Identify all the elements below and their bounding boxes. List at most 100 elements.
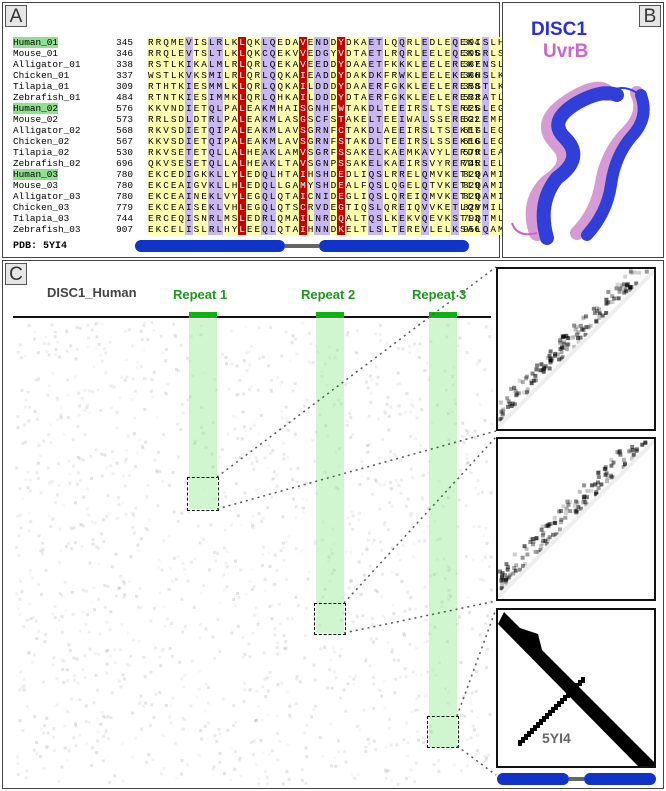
sequence-start: 907: [116, 224, 133, 235]
sequence-name: Chicken_01: [13, 70, 101, 81]
sequence-name: Tilapia_03: [13, 213, 101, 224]
sequence-start: 484: [116, 92, 133, 103]
zoom-box-3: [427, 716, 459, 748]
sequence-start: 568: [116, 125, 133, 136]
sequence-end: 579: [463, 147, 480, 158]
sequence-name: Alligator_03: [13, 191, 101, 202]
disc1-label: DISC1: [531, 19, 587, 40]
sequence-end: 745: [463, 158, 480, 169]
sequence-name-text: Chicken_01: [13, 70, 70, 81]
repeat-1-label: Repeat 1: [173, 287, 228, 302]
contact-map-title: DISC1_Human: [47, 285, 137, 300]
panel-b: B DISC1 UvrB: [502, 2, 664, 258]
repeat-2-bar: [316, 312, 344, 318]
sequence-start: 780: [116, 191, 133, 202]
sequence-name: Zebrafish_03: [13, 224, 101, 235]
sequence-name: Alligator_01: [13, 59, 101, 70]
repeat-3-bar: [429, 312, 457, 318]
sequence-name-text: Zebrafish_02: [13, 158, 81, 169]
sequence-start: 696: [116, 158, 133, 169]
sequence-name: Mouse_03: [13, 180, 101, 191]
sequence-name: Human_02: [13, 103, 101, 114]
helix-diagram-a: [135, 240, 469, 252]
sequence-name-text: Tilapia_01: [13, 81, 70, 92]
sequence-end: 828: [463, 202, 480, 213]
sequence-name-text: Human_02: [13, 103, 59, 114]
sequence-end: 394: [463, 37, 480, 48]
protein-structure: [511, 81, 650, 245]
sequence-name-text: Zebrafish_01: [13, 92, 81, 103]
zoom-box-1: [187, 477, 219, 511]
sequence-start: 337: [116, 70, 133, 81]
sequence-start: 338: [116, 59, 133, 70]
sequence-name: Tilapia_01: [13, 81, 101, 92]
panel-label-a: A: [5, 5, 27, 27]
repeat-2-stripe: [316, 319, 344, 633]
sequence-name: Zebrafish_01: [13, 92, 101, 103]
sequence-name-text: Human_03: [13, 169, 59, 180]
sequence-name: Mouse_02: [13, 114, 101, 125]
sequence-name-text: Alligator_01: [13, 59, 81, 70]
sequence-start: 744: [116, 213, 133, 224]
repeat-2-label: Repeat 2: [301, 287, 356, 302]
sequence-name: Chicken_02: [13, 136, 101, 147]
sequence-name-text: Alligator_03: [13, 191, 81, 202]
contact-map: [13, 316, 493, 786]
sequence-start: 345: [116, 37, 133, 48]
sequence-end: 956: [463, 224, 480, 235]
zoom-connectors: [216, 266, 497, 776]
panel-label-b: B: [639, 5, 661, 27]
sequence-end: 829: [463, 191, 480, 202]
panel-label-c: C: [5, 263, 27, 285]
sequence-name-text: Human_01: [13, 37, 59, 48]
sequence-name-text: Chicken_03: [13, 202, 70, 213]
sequence-name: Chicken_03: [13, 202, 101, 213]
sequence-name-text: Alligator_02: [13, 125, 81, 136]
sequence-start: 573: [116, 114, 133, 125]
sequence-end: 622: [463, 114, 480, 125]
sequence-name: Human_03: [13, 169, 101, 180]
sequence-name: Tilapia_02: [13, 147, 101, 158]
sequence-end: 625: [463, 103, 480, 114]
sequence-end: 829: [463, 180, 480, 191]
sequence-name-text: Zebrafish_03: [13, 224, 81, 235]
sequence-name: Alligator_02: [13, 125, 101, 136]
sequence-name-text: Mouse_02: [13, 114, 59, 125]
sequence-name: Mouse_01: [13, 48, 101, 59]
sequence-end: 358: [463, 81, 480, 92]
sequence-end: 387: [463, 59, 480, 70]
sequence-end: 617: [463, 125, 480, 136]
sequence-end: 386: [463, 70, 480, 81]
sequence-name-text: Mouse_03: [13, 180, 59, 191]
sequence-start: 779: [116, 202, 133, 213]
panel-c: C DISC1_Human Repeat 1 Repeat 2 Repeat 3…: [2, 260, 664, 789]
sequence-end: 829: [463, 169, 480, 180]
pdb-label-c: 5YI4: [542, 730, 571, 746]
zoom-box-2: [314, 603, 346, 635]
zoom-panel-3: 5YI4: [496, 608, 656, 768]
sequence-name-text: Chicken_02: [13, 136, 70, 147]
sequence-end: 616: [463, 136, 480, 147]
sequence-name: Human_01: [13, 37, 101, 48]
sequence-start: 309: [116, 81, 133, 92]
sequence-name: Zebrafish_02: [13, 158, 101, 169]
sequence-name-text: Tilapia_03: [13, 213, 70, 224]
sequence-start: 346: [116, 48, 133, 59]
helix-diagram-c: [497, 773, 656, 785]
sequence-end: 533: [463, 92, 480, 103]
repeat-1-bar: [189, 312, 217, 318]
sequence-name-text: Mouse_01: [13, 48, 59, 59]
zoom-panel-2: [496, 437, 658, 601]
sequence-start: 780: [116, 169, 133, 180]
